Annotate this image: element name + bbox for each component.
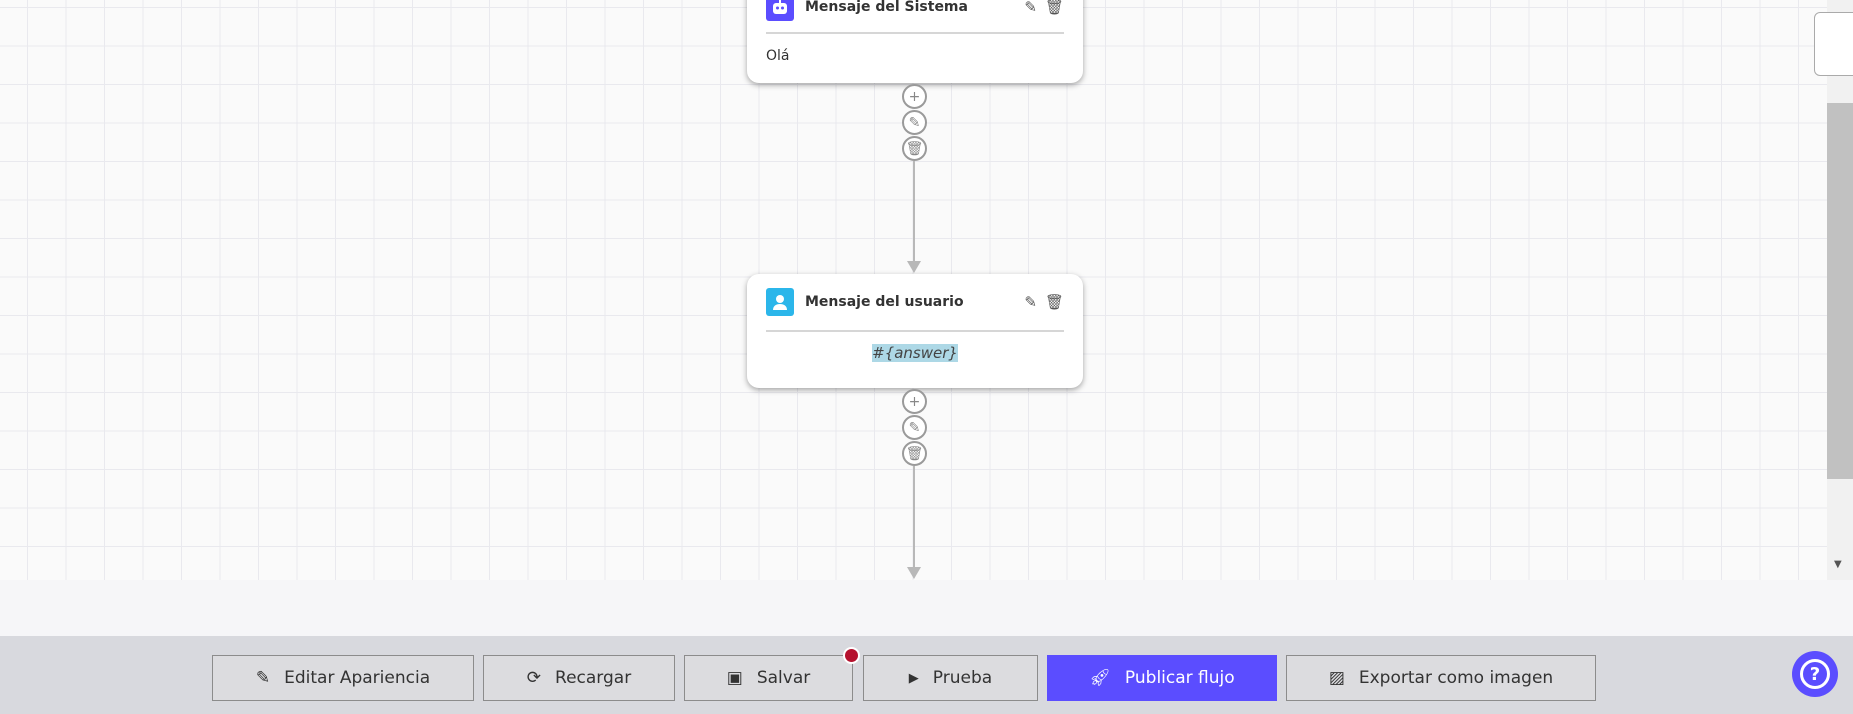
publish-flow-button[interactable]: 🚀︎ Publicar flujo: [1047, 655, 1277, 701]
question-icon: ?: [1800, 659, 1830, 689]
node-system-message[interactable]: Mensaje del Sistema ✎ 🗑 Olá: [747, 0, 1083, 83]
image-icon: ▨: [1328, 668, 1345, 688]
connector-line: [913, 161, 915, 261]
pencil-icon[interactable]: ✎: [1024, 293, 1037, 311]
edit-edge-button[interactable]: ✎: [902, 415, 927, 440]
scroll-down-arrow-icon[interactable]: ▼: [1834, 559, 1842, 570]
delete-edge-button[interactable]: 🗑: [902, 136, 927, 161]
button-label: Publicar flujo: [1124, 668, 1235, 688]
robot-icon: [766, 0, 794, 21]
delete-edge-button[interactable]: 🗑: [902, 441, 927, 466]
reload-button[interactable]: ⟳ Recargar: [483, 655, 675, 701]
button-label: Prueba: [932, 668, 993, 688]
node-body-wrap: #{answer}: [766, 344, 1064, 362]
edit-icon: ✎: [255, 668, 271, 688]
button-label: Editar Apariencia: [284, 668, 431, 688]
button-label: Salvar: [756, 668, 811, 688]
scrollbar-thumb[interactable]: [1827, 103, 1853, 479]
button-label: Exportar como imagen: [1358, 668, 1554, 688]
export-image-button[interactable]: ▨ Exportar como imagen: [1286, 655, 1596, 701]
node-body: Olá: [766, 48, 790, 64]
node-header: Mensaje del Sistema ✎ 🗑: [766, 0, 1064, 34]
pencil-icon[interactable]: ✎: [1024, 0, 1037, 16]
trash-icon[interactable]: 🗑: [1044, 0, 1064, 16]
trash-icon[interactable]: 🗑: [1044, 293, 1064, 311]
help-button[interactable]: ?: [1792, 651, 1838, 697]
test-button[interactable]: ▶ Prueba: [863, 655, 1038, 701]
floppy-icon: ▣: [726, 668, 743, 688]
play-icon: ▶: [908, 670, 919, 686]
node-title: Mensaje del Sistema: [805, 0, 968, 15]
arrow-down-icon: [907, 261, 921, 273]
edit-appearance-button[interactable]: ✎ Editar Apariencia: [212, 655, 474, 701]
add-node-button[interactable]: +: [902, 84, 927, 109]
unsaved-indicator: [843, 647, 860, 664]
save-button[interactable]: ▣ Salvar: [684, 655, 853, 701]
button-label: Recargar: [555, 668, 632, 688]
user-icon: [766, 288, 794, 316]
refresh-icon: ⟳: [526, 668, 542, 688]
node-user-message[interactable]: Mensaje del usuario ✎ 🗑 #{answer}: [747, 274, 1083, 388]
node-body: #{answer}: [872, 344, 958, 362]
arrow-down-icon: [907, 567, 921, 579]
edit-edge-button[interactable]: ✎: [902, 110, 927, 135]
rocket-icon: 🚀︎: [1089, 668, 1111, 688]
add-node-button[interactable]: +: [902, 389, 927, 414]
minimap[interactable]: [1814, 12, 1853, 76]
node-header: Mensaje del usuario ✎ 🗑: [766, 274, 1064, 332]
node-title: Mensaje del usuario: [805, 294, 964, 310]
connector-line: [913, 466, 915, 568]
